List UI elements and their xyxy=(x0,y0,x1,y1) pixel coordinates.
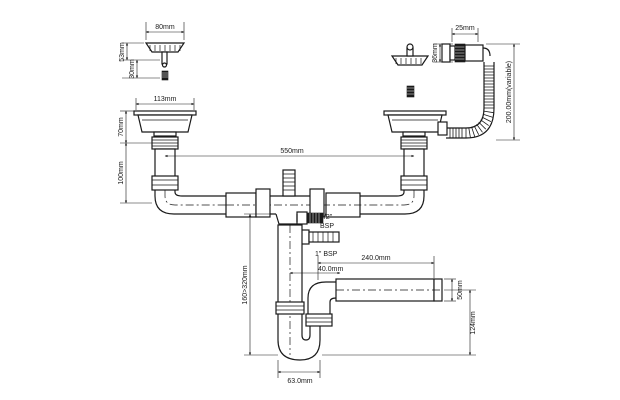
cross-pipe xyxy=(225,192,361,218)
right-basket-waste xyxy=(383,110,448,150)
dim-outlet-length: 240.0mm xyxy=(317,255,435,280)
left-tailpiece xyxy=(151,148,179,191)
right-basket-strainer xyxy=(390,43,430,66)
dim-overflow-height: 36mm xyxy=(432,43,453,63)
label-overflow-width: 25mm xyxy=(455,25,475,32)
label-strainer-stem: 30mm xyxy=(129,59,136,79)
right-strainer-washer xyxy=(406,85,415,98)
trap-nut-right xyxy=(305,313,333,327)
left-bend-pipe xyxy=(154,190,226,215)
dim-trap-width: 63.0mm xyxy=(277,360,321,385)
label-overflow-height: 36mm xyxy=(432,43,439,63)
label-basket-width: 113mm xyxy=(154,96,177,103)
left-basket-waste xyxy=(133,110,197,150)
dim-overflow-hose: 200.00mm(variable) xyxy=(486,43,520,141)
label-trap-height: 160>320mm xyxy=(242,265,249,304)
right-bend-pipe xyxy=(360,190,425,215)
washing-machine-spigot xyxy=(296,229,340,245)
trap-vertical-pipe xyxy=(277,224,303,355)
dim-strainer-height: 53mm 30mm xyxy=(119,42,160,79)
label-tailpiece-length: 100mm xyxy=(118,161,125,185)
left-strainer-washer xyxy=(161,70,169,81)
dim-overflow-width: 25mm xyxy=(451,25,479,42)
label-centre-distance: 550mm xyxy=(280,148,304,155)
label-overflow-hose: 200.00mm(variable) xyxy=(506,61,513,123)
left-basket-strainer xyxy=(144,42,186,68)
label-spigot-half-bsp: BSP xyxy=(320,223,334,230)
label-basket-depth: 70mm xyxy=(118,117,125,137)
top-vent-spigot xyxy=(282,169,296,197)
label-trap-width: 63.0mm xyxy=(287,378,312,385)
label-outlet-height: 124mm xyxy=(470,311,477,335)
right-tailpiece xyxy=(400,148,428,191)
label-spigot-half: 1/2" xyxy=(320,214,333,221)
label-outlet-offset: 40.0mm xyxy=(318,266,343,273)
trap-bottom-bend xyxy=(277,314,321,361)
dishwasher-spigot xyxy=(296,211,324,225)
trap-riser xyxy=(307,281,337,314)
overflow-hose xyxy=(446,62,495,139)
dim-centre-distance: 550mm xyxy=(164,148,415,158)
label-outlet-length: 240.0mm xyxy=(361,255,390,262)
label-strainer-width: 80mm xyxy=(155,24,175,31)
dim-basket-width: 113mm xyxy=(135,96,195,110)
dim-outlet-offset: 40.0mm xyxy=(289,266,343,275)
dim-strainer-width: 80mm xyxy=(145,22,185,40)
centre-tee xyxy=(255,188,325,225)
trap-nut-left xyxy=(275,301,305,315)
label-strainer-height: 53mm xyxy=(119,42,126,62)
dim-trap-height: 160>320mm xyxy=(242,213,278,356)
dim-tailpiece-length: 100mm xyxy=(118,142,152,204)
overflow-head xyxy=(441,43,491,63)
dim-outlet-height: 124mm xyxy=(322,289,477,356)
outlet-pipe xyxy=(335,278,443,302)
label-spigot-one: 1" BSP xyxy=(315,251,338,258)
